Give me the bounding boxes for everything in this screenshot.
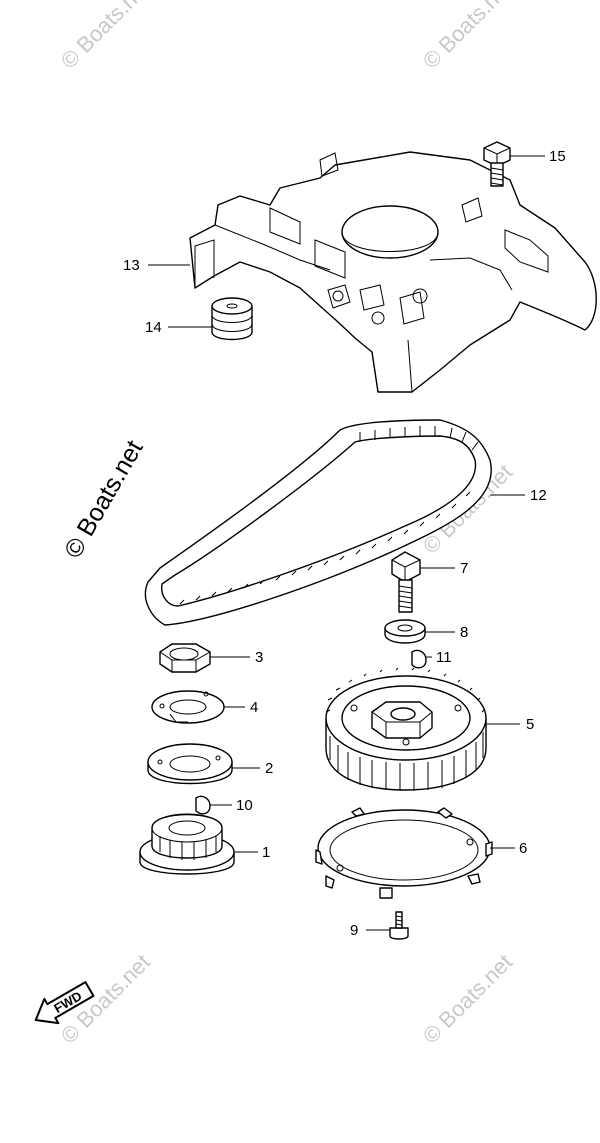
part-10-key <box>195 795 211 815</box>
part-2-plate <box>147 743 233 785</box>
callout-15: 15 <box>549 148 566 165</box>
callout-13: 13 <box>123 257 140 274</box>
part-6-ring <box>315 807 493 899</box>
callout-14: 14 <box>145 319 162 336</box>
part-3-nut <box>159 643 211 673</box>
part-7-bolt <box>391 551 421 613</box>
part-1-pulley <box>139 813 235 875</box>
callout-11: 11 <box>436 649 452 666</box>
callout-1: 1 <box>262 844 270 861</box>
part-9-screw <box>389 911 409 940</box>
watermark-top-right: © Boats.net <box>418 0 517 74</box>
part-12-belt <box>144 419 492 626</box>
part-14-grommet <box>211 297 253 341</box>
part-15-bolt <box>483 141 511 187</box>
callout-9: 9 <box>350 922 358 939</box>
part-8-washer <box>384 619 426 644</box>
callout-3: 3 <box>255 649 263 666</box>
callout-4: 4 <box>250 699 258 716</box>
part-11-key <box>411 649 427 669</box>
leader-lines <box>148 155 545 931</box>
part-5-pulley <box>325 667 487 791</box>
callout-5: 5 <box>526 716 534 733</box>
callout-6: 6 <box>519 840 527 857</box>
callout-labels: 15 13 14 12 7 8 11 3 4 5 2 10 6 1 9 <box>123 148 566 939</box>
callout-7: 7 <box>460 560 468 577</box>
callout-10: 10 <box>236 797 253 814</box>
watermark-top-left: © Boats.net <box>56 0 155 74</box>
watermark-main: © Boats.net <box>59 436 149 563</box>
watermark-bottom-right: © Boats.net <box>418 949 517 1048</box>
callout-2: 2 <box>265 760 273 777</box>
callout-12: 12 <box>530 487 547 504</box>
callout-8: 8 <box>460 624 468 641</box>
part-4-washer <box>151 690 225 724</box>
part-13-cover <box>189 151 597 393</box>
